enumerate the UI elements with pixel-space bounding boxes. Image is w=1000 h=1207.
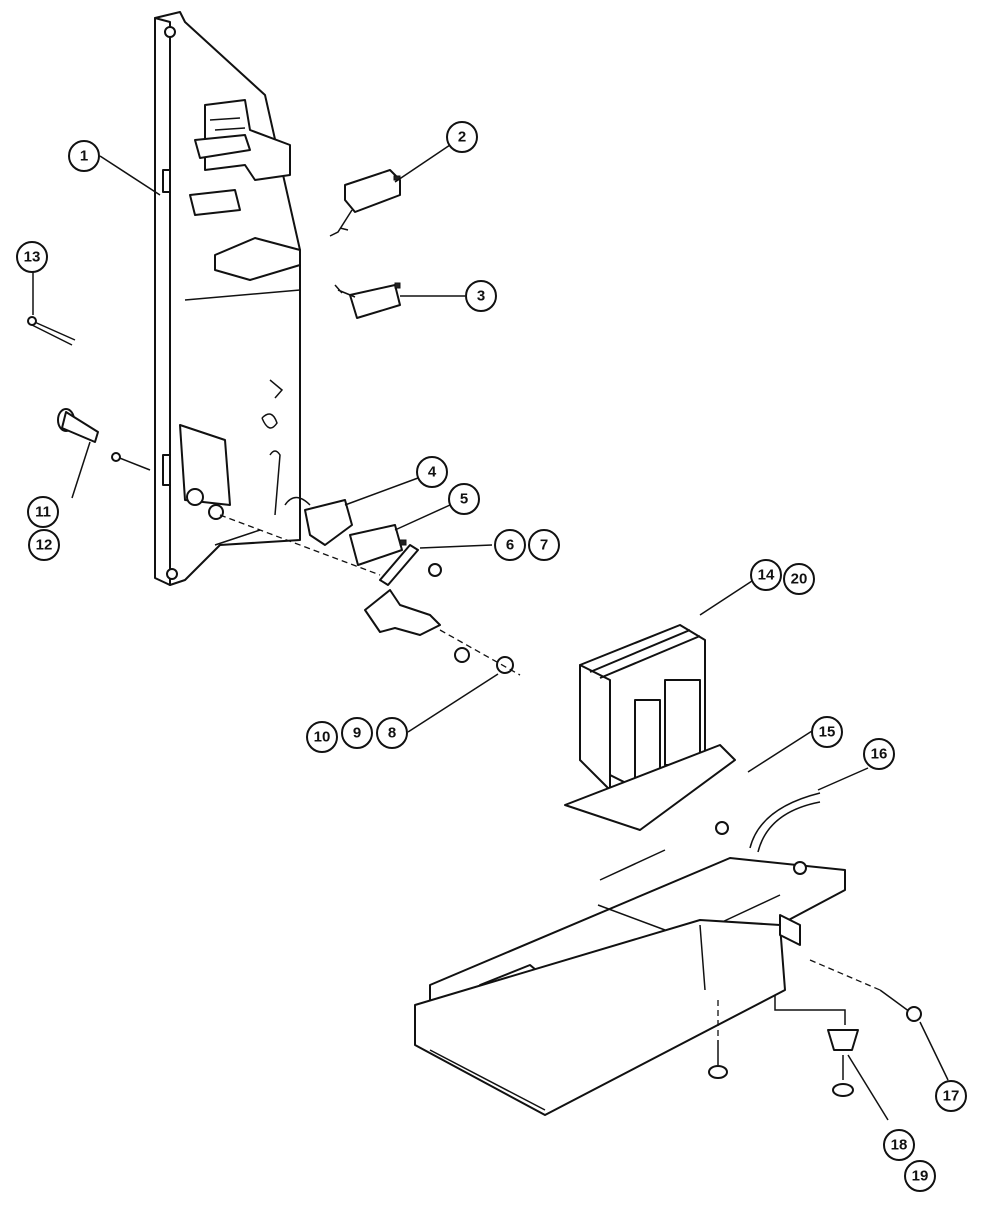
callout-19-label: 19: [912, 1168, 929, 1185]
callout-9: 9: [341, 717, 373, 749]
callout-11-label: 11: [35, 504, 51, 521]
callout-7: 7: [528, 529, 560, 561]
callout-3: 3: [465, 280, 497, 312]
callout-15: 15: [811, 716, 843, 748]
callout-16-label: 16: [871, 746, 888, 763]
callout-14-label: 14: [758, 567, 775, 584]
callout-19: 19: [904, 1160, 936, 1192]
callout-13-label: 13: [24, 249, 41, 266]
latch-switch-assembly: [284, 496, 521, 676]
callout-16: 16: [863, 738, 895, 770]
transformer-14: [564, 624, 736, 831]
callout-8-label: 8: [388, 725, 396, 742]
microswitch-3: [334, 282, 401, 319]
callout-10: 10: [306, 721, 338, 753]
callout-2-label: 2: [458, 129, 466, 146]
callout-1: 1: [68, 140, 100, 172]
callout-12: 12: [28, 529, 60, 561]
callout-9-label: 9: [353, 725, 361, 742]
callout-5-label: 5: [460, 491, 468, 508]
callout-10-label: 10: [314, 729, 331, 746]
callout-15-label: 15: [819, 724, 836, 741]
callout-6-label: 6: [506, 537, 514, 554]
callout-4: 4: [416, 456, 448, 488]
lower-chassis: [414, 914, 801, 1116]
callout-18-label: 18: [891, 1137, 908, 1154]
microswitch-2: [329, 169, 401, 237]
door-latch-bracket: [154, 11, 381, 586]
callout-17: 17: [935, 1080, 967, 1112]
callout-1-label: 1: [80, 148, 88, 165]
callout-3-label: 3: [477, 288, 485, 305]
callout-7-label: 7: [540, 537, 548, 554]
wire-13: [27, 316, 76, 346]
callout-8: 8: [376, 717, 408, 749]
chassis-screw: [708, 1000, 728, 1079]
callout-5: 5: [448, 483, 480, 515]
callout-17-label: 17: [943, 1088, 960, 1105]
callout-6: 6: [494, 529, 526, 561]
callout-20: 20: [783, 563, 815, 595]
leader-lines: [32, 144, 949, 1121]
callout-20-label: 20: [791, 571, 808, 588]
callout-12-label: 12: [36, 537, 53, 554]
callout-11: 11: [27, 496, 59, 528]
screw-17: [809, 959, 922, 1022]
callout-4-label: 4: [428, 464, 437, 481]
callout-13: 13: [16, 241, 48, 273]
callout-14: 14: [750, 559, 782, 591]
callout-2: 2: [446, 121, 478, 153]
foot-18: [774, 995, 859, 1097]
callout-18: 18: [883, 1129, 915, 1161]
callout-badges: 1 2 3 4 5 6 7 8 9 10 11 12 13 14 15 16 1…: [16, 121, 967, 1192]
pin-11: [57, 408, 151, 471]
